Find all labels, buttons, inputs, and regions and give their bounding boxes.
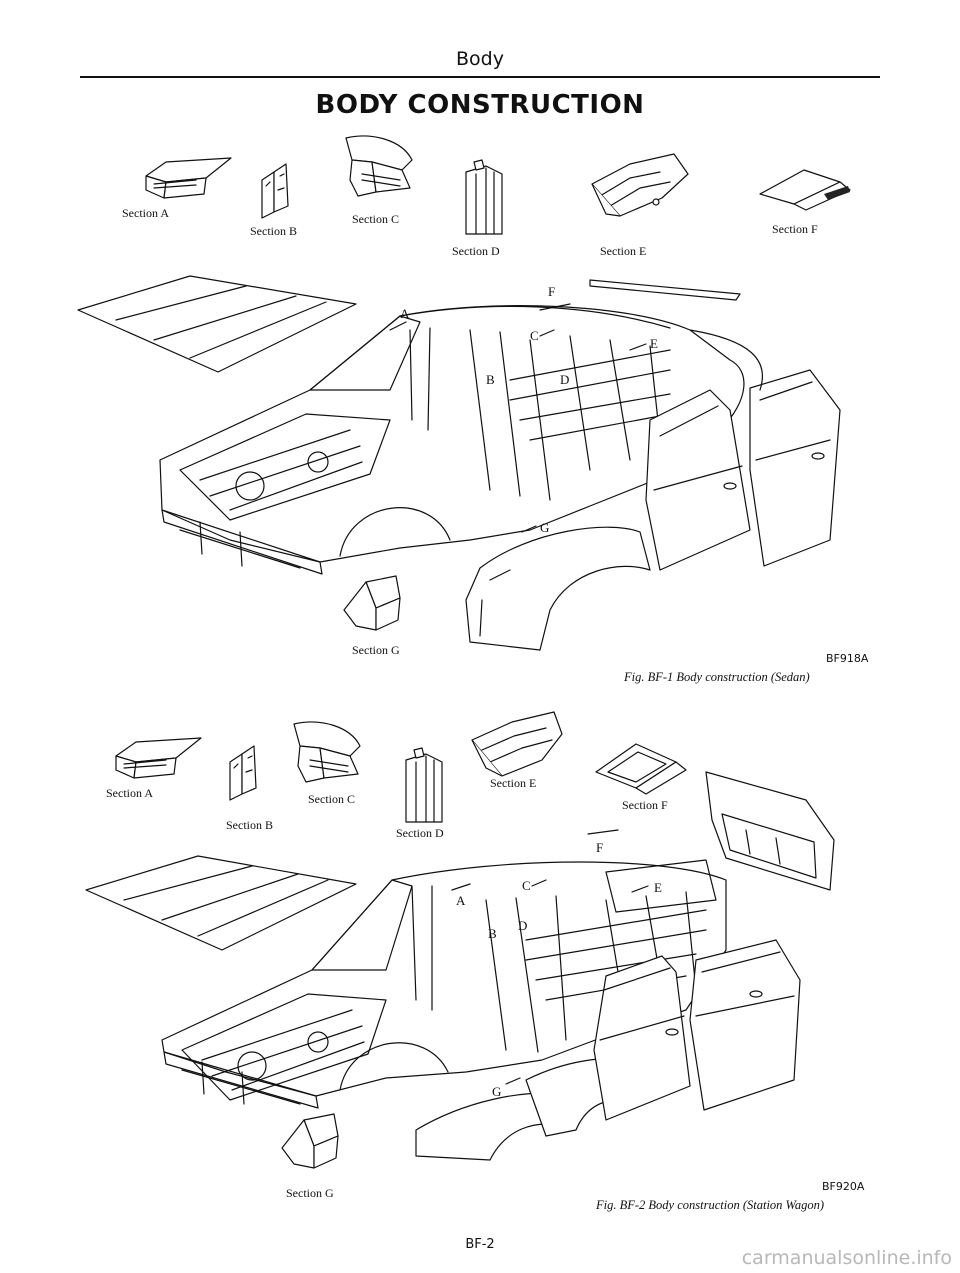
wagon-body-drawing: A B C D E F G	[86, 760, 876, 1160]
section-a-label: Section A	[122, 206, 169, 220]
section-f-label: Section F	[772, 222, 818, 236]
marker-d: D	[560, 372, 569, 387]
section-d-sketch	[396, 746, 452, 826]
figure-caption: Fig. BF-1 Body construction (Sedan)	[624, 670, 810, 684]
section-c-sketch	[280, 716, 370, 796]
section-g-sketch	[274, 1108, 354, 1188]
marker-c: C	[530, 328, 539, 343]
section-b-sketch	[220, 742, 270, 802]
page-number: BF-2	[465, 1237, 495, 1252]
section-e-label: Section E	[600, 244, 647, 258]
marker-d: D	[518, 918, 527, 933]
figure-sedan: Section A Section B Section C Section D …	[0, 130, 960, 700]
marker-f: F	[596, 840, 603, 855]
figure-caption: Fig. BF-2 Body construction (Station Wag…	[596, 1198, 824, 1212]
running-header: Body	[456, 48, 504, 70]
section-d-label: Section D	[452, 244, 500, 258]
section-g-label: Section G	[286, 1186, 334, 1200]
section-e-sketch	[462, 710, 572, 800]
section-g-label: Section G	[352, 643, 400, 657]
section-c-label: Section C	[352, 212, 399, 226]
marker-c: C	[522, 878, 531, 893]
marker-g: G	[492, 1084, 501, 1099]
section-a-sketch	[136, 148, 236, 208]
marker-e: E	[654, 880, 662, 895]
sedan-body-drawing: A B C D E F G	[70, 270, 870, 650]
page-title: BODY CONSTRUCTION	[315, 90, 645, 120]
header-rule	[80, 76, 880, 78]
section-f-sketch	[590, 738, 700, 798]
section-c-label: Section C	[308, 792, 355, 806]
marker-a: A	[400, 306, 410, 321]
section-b-label: Section B	[226, 818, 273, 832]
section-g-sketch	[336, 570, 416, 650]
marker-b: B	[488, 926, 497, 941]
section-f-label: Section F	[622, 798, 668, 812]
figure-code: BF920A	[822, 1180, 865, 1193]
marker-b: B	[486, 372, 495, 387]
section-f-sketch	[754, 156, 864, 216]
section-d-label: Section D	[396, 826, 444, 840]
section-e-label: Section E	[490, 776, 537, 790]
section-b-label: Section B	[250, 224, 297, 238]
section-c-sketch	[332, 130, 422, 210]
marker-g: G	[540, 520, 549, 535]
marker-e: E	[650, 336, 658, 351]
section-a-label: Section A	[106, 786, 153, 800]
section-d-sketch	[456, 158, 512, 238]
marker-a: A	[456, 893, 466, 908]
section-e-sketch	[570, 144, 700, 244]
section-b-sketch	[252, 160, 302, 220]
figure-wagon: Section A Section B Section C Section D …	[0, 710, 960, 1220]
marker-f: F	[548, 284, 555, 299]
watermark: carmanualsonline.info	[741, 1247, 952, 1269]
section-a-sketch	[106, 728, 206, 788]
figure-code: BF918A	[826, 652, 869, 665]
